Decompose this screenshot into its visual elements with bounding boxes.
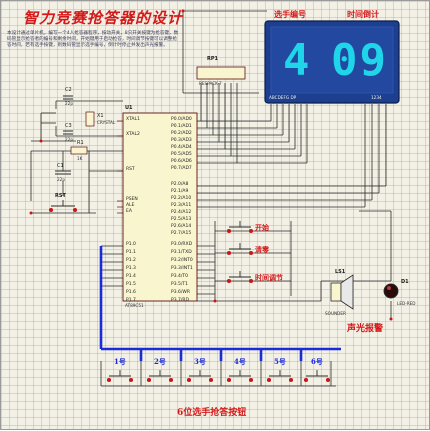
reset-button[interactable] (48, 200, 78, 213)
buzzer-label: LS1 (335, 269, 346, 275)
contestant-button-5[interactable] (266, 370, 294, 383)
contestant-label-2: 2号 (154, 357, 166, 366)
mcu-part: AT89C51 (125, 303, 144, 308)
mcu-right-pin-label: P3.1/TXD (171, 250, 192, 255)
mcu-right-pin-label: P2.1/A9 (171, 189, 189, 194)
mcu-right-pin-label: P3.5/T1 (171, 282, 188, 287)
mcu-left-pin-label: P1.3 (126, 266, 136, 271)
reset-button-label: RST (55, 193, 66, 199)
footer-label: 6位选手抢答按钮 (177, 408, 247, 418)
mcu-right-pin-label: P0.7/AD7 (171, 166, 192, 171)
display-header-contestant: 选手编号 (274, 9, 306, 19)
rp1-body (196, 66, 246, 80)
buzzer-part: SOUNDER (325, 311, 346, 316)
crystal-x1 (85, 111, 95, 127)
contestant-label-6: 6号 (311, 357, 323, 366)
contestant-button-3[interactable] (186, 370, 214, 383)
contestant-label-4: 4号 (234, 357, 246, 366)
mcu-left-pin-label: P1.2 (126, 258, 136, 263)
mcu-right-pin-label: P3.3/INT1 (171, 266, 193, 271)
resistor-r1-value: 1K (77, 156, 83, 161)
mcu-left-pin-label: P1.0 (126, 242, 136, 247)
clear-button[interactable] (226, 243, 254, 256)
display-segment-pins: ABCDEFG DP (269, 95, 297, 100)
contestant-digit: 4 (283, 35, 310, 86)
led-d1 (383, 283, 399, 299)
time-adjust-button[interactable] (226, 271, 254, 284)
clear-button-label: 清零 (255, 245, 269, 254)
alarm-label: 声光报警 (347, 324, 384, 334)
design-description: 本设计通过单片机，编写一个4人抢答器程序，按动开关，8只开关按键为抢答键，数码管… (7, 31, 179, 48)
mcu-right-pin-label: P0.4/AD4 (171, 145, 192, 150)
mcu-right-pin-label: P0.5/AD5 (171, 152, 192, 157)
mcu-left-pin-label: PSEN (126, 197, 138, 202)
contestant-button-2[interactable] (146, 370, 174, 383)
buzzer-ls1 (330, 274, 354, 310)
mcu-left-pin-label: XTAL2 (126, 132, 140, 137)
mcu-body (122, 112, 198, 302)
mcu-right-pin-label: P3.6/WR (171, 290, 190, 295)
rp1-label: RP1 (207, 56, 218, 62)
display-header-time: 时间倒计 (347, 9, 379, 19)
contestant-label-1: 1号 (114, 357, 126, 366)
mcu-right-pin-label: P2.3/A11 (171, 203, 192, 208)
resistor-r1 (70, 146, 88, 155)
mcu-right-pin-label: P2.4/A12 (171, 210, 192, 215)
led-label: D1 (401, 279, 409, 285)
mcu-left-pin-label: P1.7 (126, 298, 136, 303)
start-button[interactable] (226, 221, 254, 234)
contestant-button-6[interactable] (303, 370, 331, 383)
cap-c3-label: C3 (65, 123, 72, 129)
mcu-left-pin-label: RST (126, 167, 135, 172)
time-digits: 09 (331, 35, 388, 86)
mcu-right-pin-label: P2.5/A13 (171, 217, 192, 222)
mcu-right-pin-label: P2.6/A14 (171, 224, 192, 229)
mcu-right-pin-label: P3.4/T0 (171, 274, 188, 279)
mcu-left-pin-label: XTAL1 (126, 117, 140, 122)
mcu-left-pin-label: P1.4 (126, 274, 136, 279)
contestant-button-4[interactable] (226, 370, 254, 383)
crystal-label: X1 (97, 113, 104, 119)
mcu-right-pin-label: P0.1/AD1 (171, 124, 192, 129)
contestant-label-3: 3号 (194, 357, 206, 366)
mcu-right-pin-label: P2.0/A8 (171, 182, 189, 187)
mcu-right-pin-label: P3.2/INT0 (171, 258, 193, 263)
cap-c3-value: 22p (65, 137, 73, 142)
mcu-label: U1 (125, 105, 133, 111)
crystal-part: CRYSTAL (97, 120, 116, 125)
cap-c2-value: 22p (65, 101, 73, 106)
start-button-label: 开始 (255, 223, 269, 232)
resistor-r1-label: R1 (77, 140, 84, 146)
mcu-left-pin-label: P1.5 (126, 282, 136, 287)
mcu-left-pin-label: P1.1 (126, 250, 136, 255)
display-digit-pins: 1234 (371, 95, 382, 100)
mcu-left-pin-label: ALE (126, 203, 135, 208)
time-adjust-button-label: 时间调节 (255, 273, 283, 282)
mcu-right-pin-label: P3.0/RXD (171, 242, 193, 247)
cap-c1-value: 22p (57, 177, 65, 182)
mcu-left-pin-label: P1.6 (126, 290, 136, 295)
mcu-right-pin-label: P0.0/AD0 (171, 117, 192, 122)
rp1-part: RESPACK-7 (199, 81, 222, 86)
mcu-right-pin-label: P0.6/AD6 (171, 159, 192, 164)
cap-c2-label: C2 (65, 87, 72, 93)
page-title: 智力竞赛抢答器的设计 (23, 9, 184, 27)
mcu-right-pin-label: P2.7/A15 (171, 231, 192, 236)
mcu-left-pin-label: EA (126, 209, 132, 214)
contestant-label-5: 5号 (274, 357, 286, 366)
mcu-right-pin-label: P0.3/AD3 (171, 138, 192, 143)
contestant-button-1[interactable] (106, 370, 134, 383)
mcu-right-pin-label: P3.7/RD (171, 298, 189, 303)
cap-c1-label: C1 (57, 163, 64, 169)
led-part: LED-RED (397, 301, 416, 306)
mcu-right-pin-label: P0.2/AD2 (171, 131, 192, 136)
mcu-right-pin-label: P2.2/A10 (171, 196, 192, 201)
